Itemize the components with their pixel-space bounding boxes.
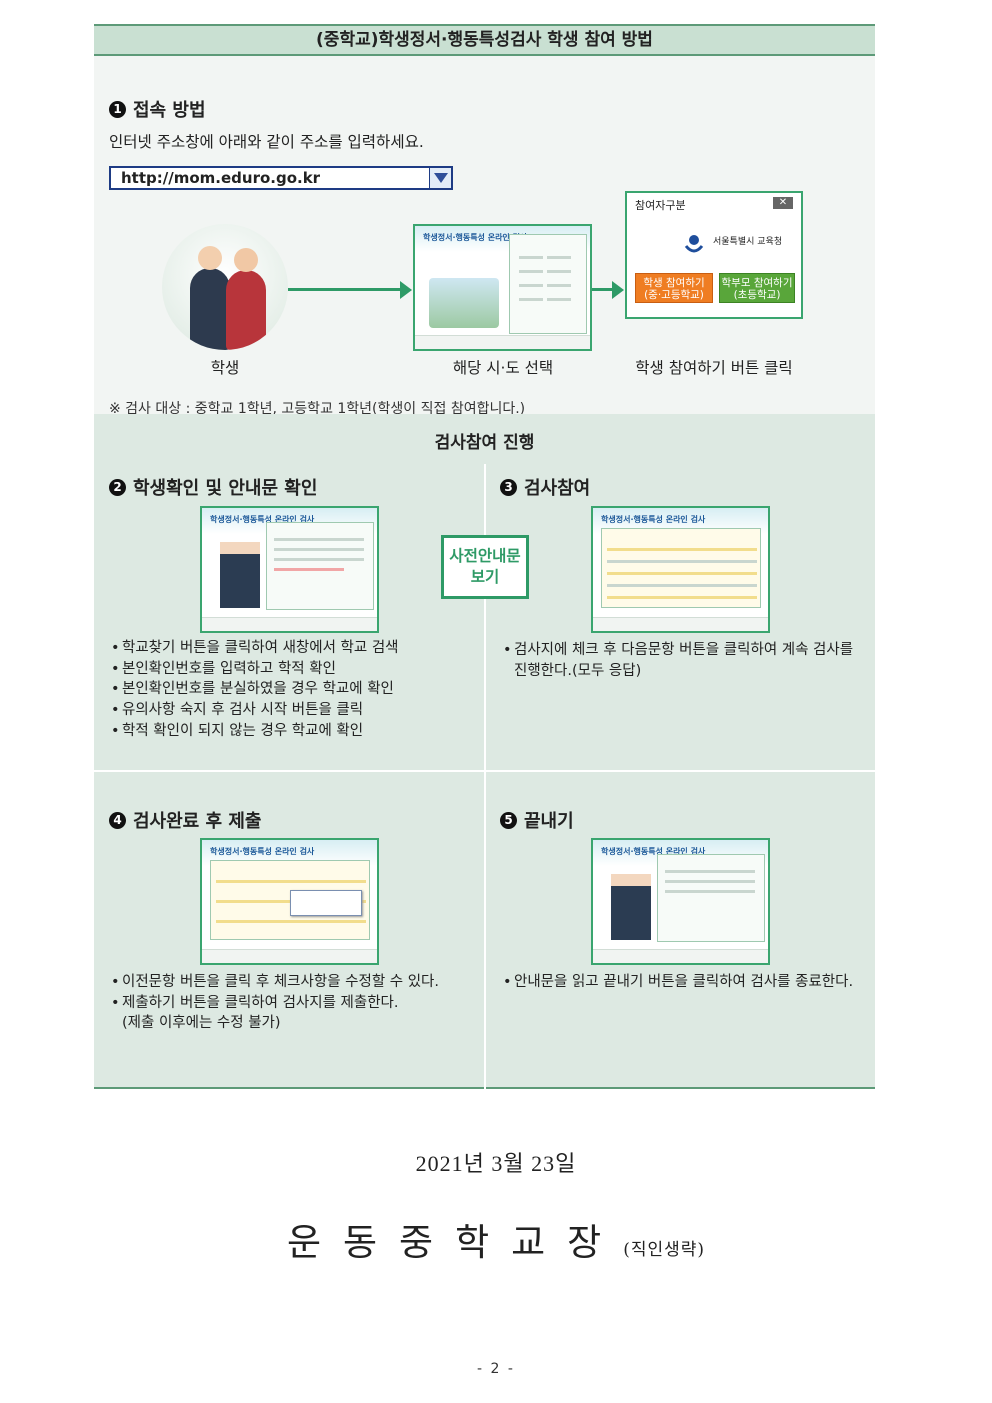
girl-figure — [226, 248, 266, 350]
step5-bullet-list: 안내문을 읽고 끝내기 버튼을 클릭하여 검사를 종료한다. — [503, 972, 853, 993]
list-item: 제출하기 버튼을 클릭하여 검사지를 제출한다. — [111, 993, 439, 1014]
step4-screenshot-thumb: 학생정서·행동특성 온라인 검사 — [200, 838, 379, 965]
list-item: 학교찾기 버튼을 클릭하여 새창에서 학교 검색 — [111, 638, 399, 659]
url-text: http://mom.eduro.go.kr — [121, 169, 321, 187]
list-item: 이전문항 버튼을 클릭 후 체크사항을 수정할 수 있다. — [111, 972, 439, 993]
participant-popup: 참여자구분 ✕ 서울특별시 교육청 학생 참여하기 (중·고등학교) 학부모 참… — [625, 191, 803, 319]
arrow-right-icon — [612, 281, 624, 299]
document-date: 2021년 3월 23일 — [415, 1151, 577, 1176]
step-number-2: 2 — [109, 478, 126, 496]
arrow-line-1 — [288, 288, 402, 291]
step2-thumb-title: 학생정서·행동특성 온라인 검사 — [210, 515, 315, 524]
office-name: 서울특별시 교육청 — [713, 237, 783, 247]
parent-button-label: 학부모 참여하기 — [721, 277, 793, 289]
student-button-sub: (중·고등학교) — [644, 289, 704, 301]
step3-thumb-title: 학생정서·행동특성 온라인 검사 — [601, 515, 706, 524]
divider-horizontal — [94, 770, 875, 772]
page-title: (중학교)학생정서·행동특성검사 학생 참여 방법 — [94, 24, 875, 56]
access-description: 인터넷 주소창에 아래와 같이 주소를 입력하세요. — [109, 133, 424, 151]
list-item: 학적 확인이 되지 않는 경우 학교에 확인 — [111, 721, 399, 742]
step5-heading: 5 끝내기 — [500, 807, 574, 833]
url-input[interactable]: http://mom.eduro.go.kr — [109, 166, 453, 190]
step5-thumb-title: 학생정서·행동특성 온라인 검사 — [601, 847, 706, 856]
list-item: 검사지에 체크 후 다음문항 버튼을 클릭하여 계속 검사를 — [503, 640, 853, 661]
access-section: 1 접속 방법 인터넷 주소창에 아래와 같이 주소를 입력하세요. http:… — [94, 56, 875, 417]
dropdown-arrow-icon[interactable] — [429, 168, 451, 188]
page-number: - 2 - — [477, 1361, 515, 1377]
step2-heading: 2 학생확인 및 안내문 확인 — [109, 474, 317, 500]
popup-title: 참여자구분 — [635, 199, 686, 212]
access-heading: 1 접속 방법 — [109, 96, 206, 122]
step3-bullet-list: 검사지에 체크 후 다음문항 버튼을 클릭하여 계속 검사를 진행한다.(모두 … — [503, 640, 853, 681]
list-item-continued: 진행한다.(모두 응답) — [514, 662, 642, 679]
step-caption-student: 학생 — [210, 359, 240, 377]
close-icon[interactable]: ✕ — [773, 197, 793, 209]
arrow-right-icon — [400, 281, 412, 299]
step5-screenshot-thumb: 학생정서·행동특성 온라인 검사 — [591, 838, 770, 965]
step2-bullet-list: 학교찾기 버튼을 클릭하여 새창에서 학교 검색 본인확인번호를 입력하고 학적… — [111, 638, 399, 742]
student-button-label: 학생 참여하기 — [643, 277, 705, 289]
step-number-4: 4 — [109, 811, 126, 829]
site-screenshot-thumb: 학생정서·행동특성 온라인 검사 — [413, 224, 592, 351]
parent-participate-button[interactable]: 학부모 참여하기 (초등학교) — [719, 273, 795, 303]
student-participate-button[interactable]: 학생 참여하기 (중·고등학교) — [635, 273, 713, 303]
arrow-line-2 — [592, 288, 614, 291]
seal-omitted-note: (직인생략) — [623, 1240, 706, 1260]
step2-screenshot-thumb: 학생정서·행동특성 온라인 검사 — [200, 506, 379, 633]
pre-guide-button[interactable]: 사전안내문 보기 — [441, 535, 529, 599]
target-note: ※ 검사 대상 : 중학교 1학년, 고등학교 1학년(학생이 직접 참여합니다… — [109, 401, 526, 417]
step-caption-button: 학생 참여하기 버튼 클릭 — [635, 359, 793, 377]
students-illustration — [162, 224, 288, 350]
step-number-1: 1 — [109, 100, 126, 118]
list-item-continued: (제출 이후에는 수정 불가) — [122, 1015, 281, 1032]
list-item: 유의사항 숙지 후 검사 시작 버튼을 클릭 — [111, 700, 399, 721]
step-number-3: 3 — [500, 478, 517, 496]
progress-section: 검사참여 진행 2 학생확인 및 안내문 확인 학생정서·행동특성 온라인 검사… — [94, 414, 875, 1089]
seoul-office-logo-icon — [684, 235, 704, 253]
participation-guide: (중학교)학생정서·행동특성검사 학생 참여 방법 1 접속 방법 인터넷 주소… — [94, 24, 875, 1089]
step3-heading: 3 검사참여 — [500, 474, 590, 500]
step-caption-region: 해당 시·도 선택 — [452, 359, 554, 377]
list-item: 본인확인번호를 입력하고 학적 확인 — [111, 659, 399, 680]
step2-heading-text: 학생확인 및 안내문 확인 — [133, 478, 318, 499]
parent-button-sub: (초등학교) — [733, 289, 781, 301]
signature: 운동중학교장(직인생략) — [0, 1212, 992, 1266]
step3-heading-text: 검사참여 — [524, 478, 591, 499]
step4-heading-text: 검사완료 후 제출 — [133, 811, 262, 832]
divider-vertical — [484, 464, 486, 1089]
list-item: 안내문을 읽고 끝내기 버튼을 클릭하여 검사를 종료한다. — [503, 972, 853, 993]
site-title: 학생정서·행동특성 온라인 검사 — [423, 233, 528, 242]
boy-figure — [190, 246, 230, 350]
step4-thumb-title: 학생정서·행동특성 온라인 검사 — [210, 847, 315, 856]
access-heading-text: 접속 방법 — [133, 100, 206, 121]
step5-heading-text: 끝내기 — [524, 811, 574, 832]
progress-title: 검사참여 진행 — [434, 433, 535, 453]
list-item: 본인확인번호를 분실하였을 경우 학교에 확인 — [111, 679, 399, 700]
step4-bullet-list: 이전문항 버튼을 클릭 후 체크사항을 수정할 수 있다. 제출하기 버튼을 클… — [111, 972, 439, 1034]
step-number-5: 5 — [500, 811, 517, 829]
step4-heading: 4 검사완료 후 제출 — [109, 807, 261, 833]
school-principal-name: 운동중학교장 — [286, 1221, 624, 1264]
step3-screenshot-thumb: 학생정서·행동특성 온라인 검사 — [591, 506, 770, 633]
